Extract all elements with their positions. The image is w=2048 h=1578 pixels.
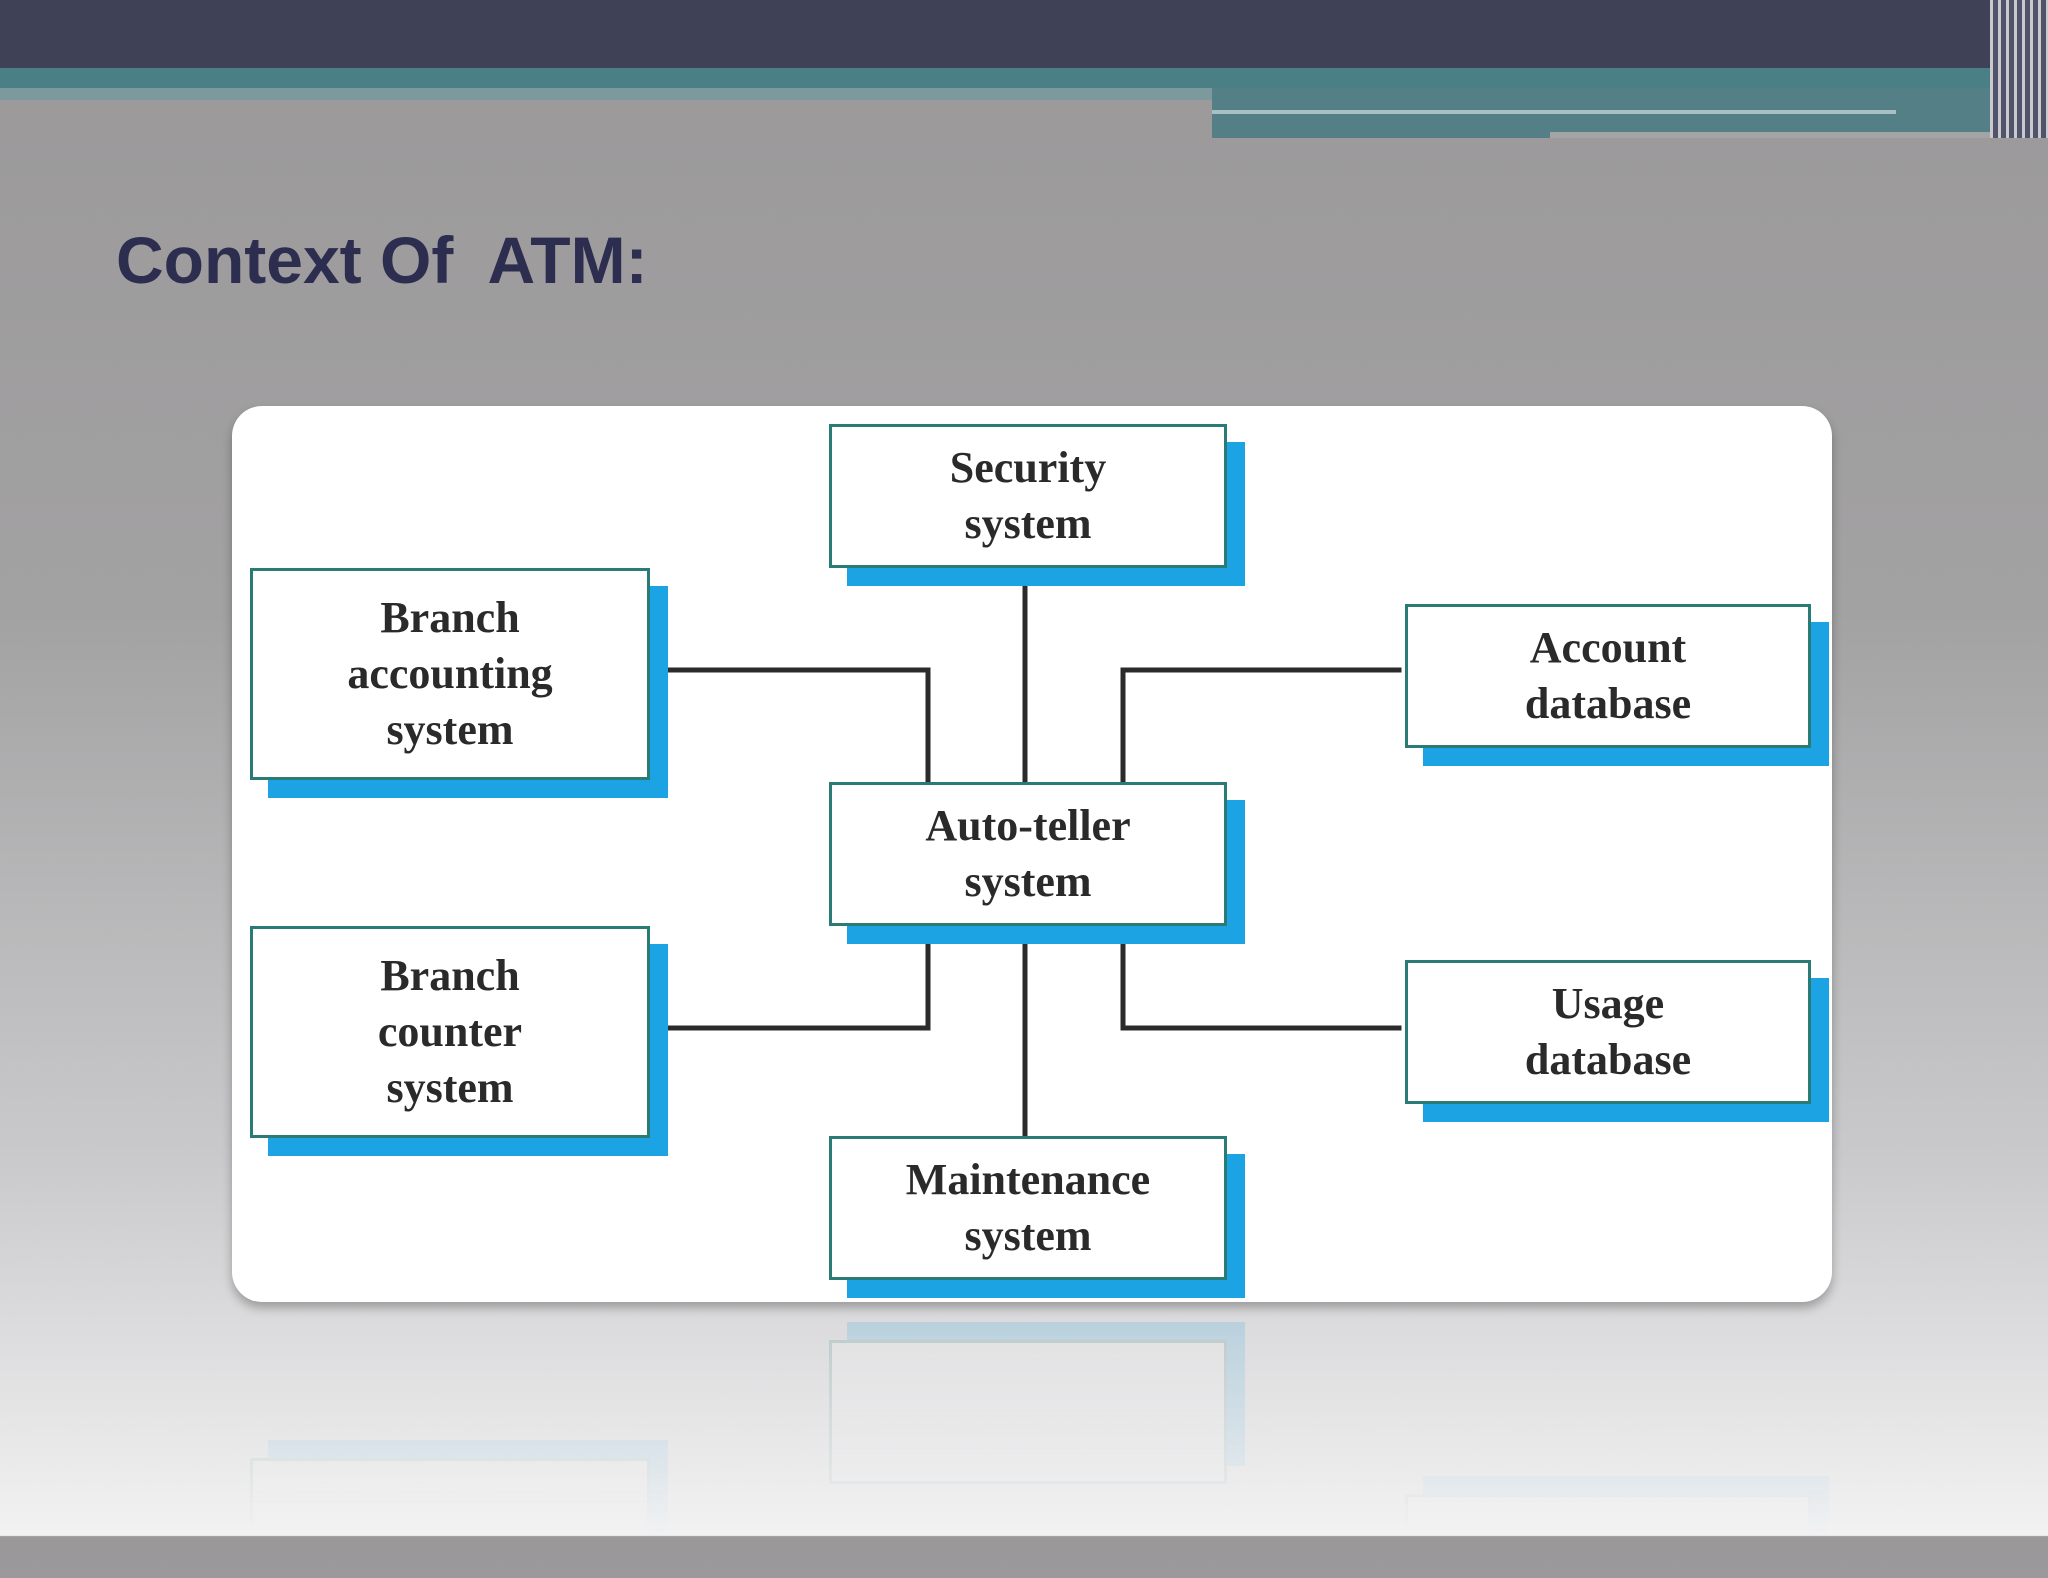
connector-usage-database xyxy=(1120,923,1402,1031)
node-label: Branch accounting system xyxy=(347,593,553,754)
slide-title: Context Of ATM: xyxy=(116,223,648,297)
node-security-system: Security system xyxy=(829,424,1227,568)
node-account-database: Account database xyxy=(1405,604,1811,748)
header-stripe-light xyxy=(0,88,1212,100)
header-bar xyxy=(0,0,2048,68)
connector-account-database xyxy=(1120,667,1402,787)
header-corner-stripes xyxy=(1990,0,2048,138)
reflection-box xyxy=(1405,1494,1811,1574)
header-stripe-tab xyxy=(1550,132,1990,138)
node-label: Usage database xyxy=(1524,979,1692,1084)
reflection-box xyxy=(829,1340,1227,1484)
node-label: Account database xyxy=(1524,623,1692,728)
node-label: Security system xyxy=(949,443,1107,548)
node-branch-accounting-system: Branch accounting system xyxy=(250,568,650,780)
connector-branch-counter xyxy=(644,923,931,1031)
reflection-box xyxy=(250,1458,650,1578)
node-label: Branch counter system xyxy=(377,951,523,1112)
header-stripe-right xyxy=(1212,88,1990,138)
header-stripe xyxy=(0,68,1990,88)
node-auto-teller-system: Auto-teller system xyxy=(829,782,1227,926)
diagram-panel: Security system Branch accounting system… xyxy=(232,406,1832,1302)
node-maintenance-system: Maintenance system xyxy=(829,1136,1227,1280)
node-label: Auto-teller system xyxy=(925,801,1131,906)
node-branch-counter-system: Branch counter system xyxy=(250,926,650,1138)
node-label: Maintenance system xyxy=(905,1155,1151,1260)
connector-branch-accounting xyxy=(644,667,931,787)
header-stripe-line xyxy=(1212,110,1896,114)
panel-reflection xyxy=(232,1312,1832,1578)
node-usage-database: Usage database xyxy=(1405,960,1811,1104)
connector-lines xyxy=(644,565,1402,1139)
